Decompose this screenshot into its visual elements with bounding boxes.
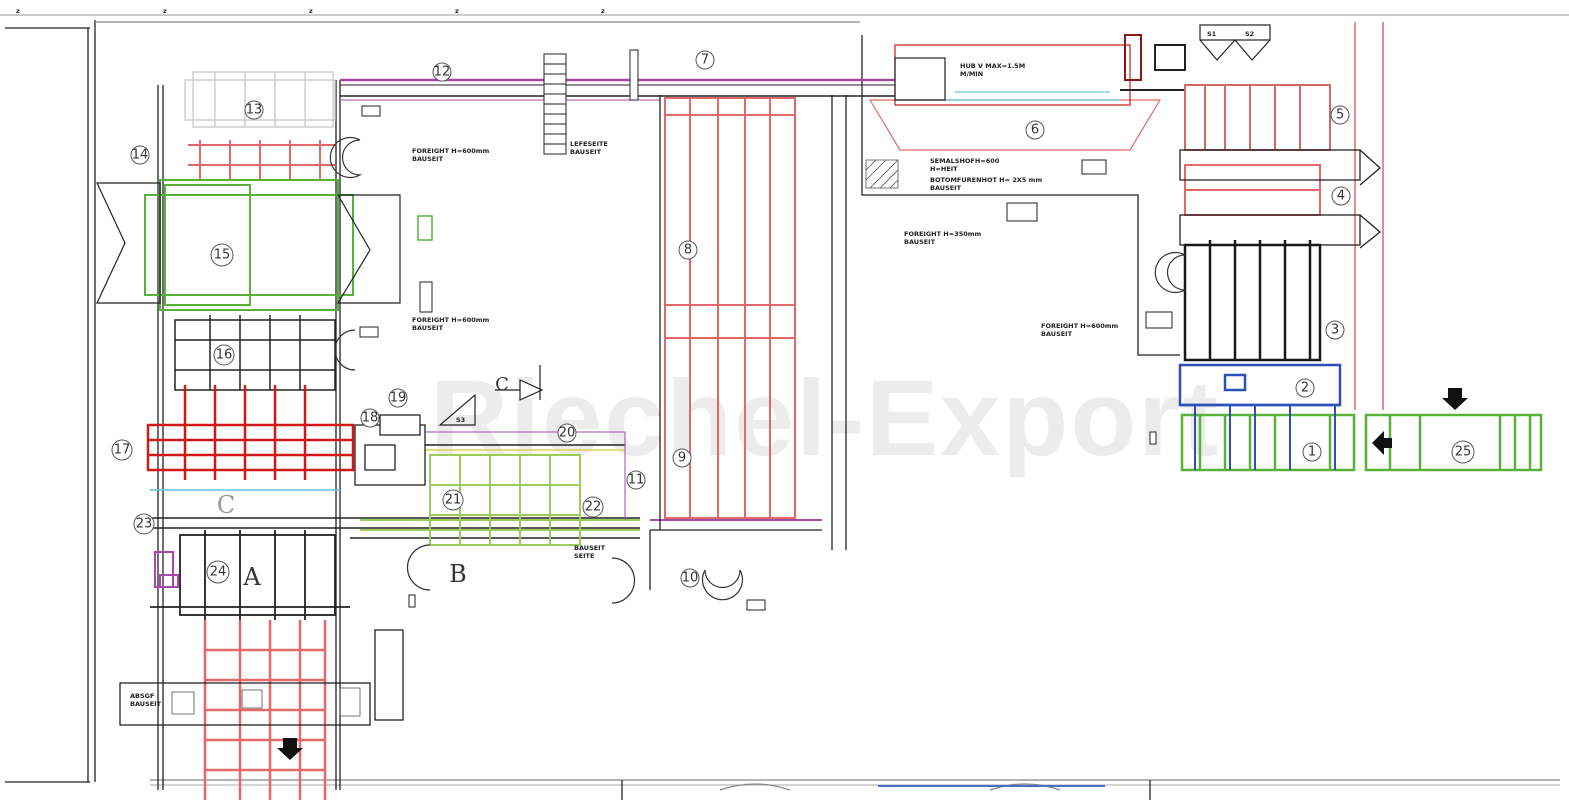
station-16 [174, 315, 336, 391]
station-13-label: 13 [246, 103, 263, 118]
station-1-label: 1 [1308, 445, 1316, 460]
section-label-c: C [495, 374, 509, 395]
rail-23 [150, 517, 640, 539]
station-20-label: 20 [559, 426, 576, 441]
station-15 [144, 179, 354, 311]
station-19-label: 19 [390, 391, 407, 406]
station-8 [664, 97, 796, 339]
station-4 [1184, 164, 1321, 216]
station-5 [1184, 84, 1331, 151]
station-23-label: 23 [136, 517, 153, 532]
header-box-s2: S2 [1245, 30, 1254, 38]
top-marker: z [455, 7, 459, 15]
hatch-pads [171, 159, 899, 717]
station-numbers: 1 2 3 4 5 6 7 8 9 10 11 12 13 14 15 16 1… [114, 53, 1472, 586]
station-1-blue-rods [1194, 405, 1336, 470]
station-9-label: 9 [678, 451, 686, 466]
infeed-arrow-icon [1442, 388, 1468, 410]
top-marker: z [309, 7, 313, 15]
station-6-label: 6 [1031, 123, 1039, 138]
top-marker: z [601, 7, 605, 15]
station-24 [150, 530, 350, 620]
station-15-label: 15 [214, 248, 231, 263]
bottom-platform [119, 629, 404, 726]
station-2-label: 2 [1301, 381, 1309, 396]
station-6 [868, 44, 1162, 151]
station-25-label: 25 [1455, 445, 1472, 460]
misc-boxes [359, 105, 1173, 611]
green-box [417, 215, 433, 241]
station-13 [184, 71, 336, 128]
station-22-label: 22 [585, 500, 602, 515]
station-3 [1183, 240, 1322, 362]
station-12-label: 12 [434, 65, 451, 80]
section-label-a: A [242, 563, 261, 591]
station-21-label: 21 [445, 493, 462, 508]
station-24-label: 24 [210, 565, 227, 580]
left-arrow-icon [1372, 431, 1392, 455]
exit-arrow-icon [277, 738, 303, 760]
station-16-label: 16 [216, 348, 233, 363]
machine-top-right [1120, 34, 1186, 91]
station-5-label: 5 [1336, 108, 1344, 123]
station-markers [111, 50, 1475, 588]
station-4-label: 4 [1337, 189, 1345, 204]
station-25 [1364, 413, 1543, 472]
station-18-label: 18 [362, 411, 379, 426]
header-box-s1: S1 [1207, 30, 1217, 38]
station-1 [1180, 413, 1356, 472]
station-10-label: 10 [682, 571, 699, 586]
rail-20 [400, 431, 626, 520]
station-4-frame [1179, 149, 1382, 249]
purple-device [154, 551, 179, 588]
s-box-top [1199, 24, 1271, 61]
operator-symbols [329, 136, 1186, 604]
direction-c-arrow [438, 365, 544, 426]
machine-18 [354, 414, 426, 486]
station-3-label: 3 [1331, 323, 1339, 338]
station-17-label: 17 [114, 443, 131, 458]
station-14-label: 14 [132, 148, 149, 163]
station-2 [1178, 363, 1342, 407]
building-outline [5, 14, 1569, 800]
station-7-label: 7 [701, 53, 709, 68]
rail-10 [649, 95, 822, 590]
station-8-label: 8 [684, 243, 692, 258]
top-conveyor [340, 49, 895, 155]
label-s3: S3 [456, 416, 465, 424]
section-label-c-lower: C [217, 491, 235, 519]
exit-conveyor [203, 620, 327, 800]
top-marker: z [163, 7, 167, 15]
section-label-b: B [449, 560, 467, 588]
watermark: Riechel-Export [430, 357, 1221, 478]
station-17 [146, 385, 355, 480]
top-marker: z [16, 7, 20, 15]
station-21 [360, 454, 640, 546]
station-11-label: 11 [628, 473, 645, 488]
rack-above-15 [188, 140, 335, 180]
station-9 [664, 337, 796, 519]
station-15-frame [96, 182, 401, 304]
